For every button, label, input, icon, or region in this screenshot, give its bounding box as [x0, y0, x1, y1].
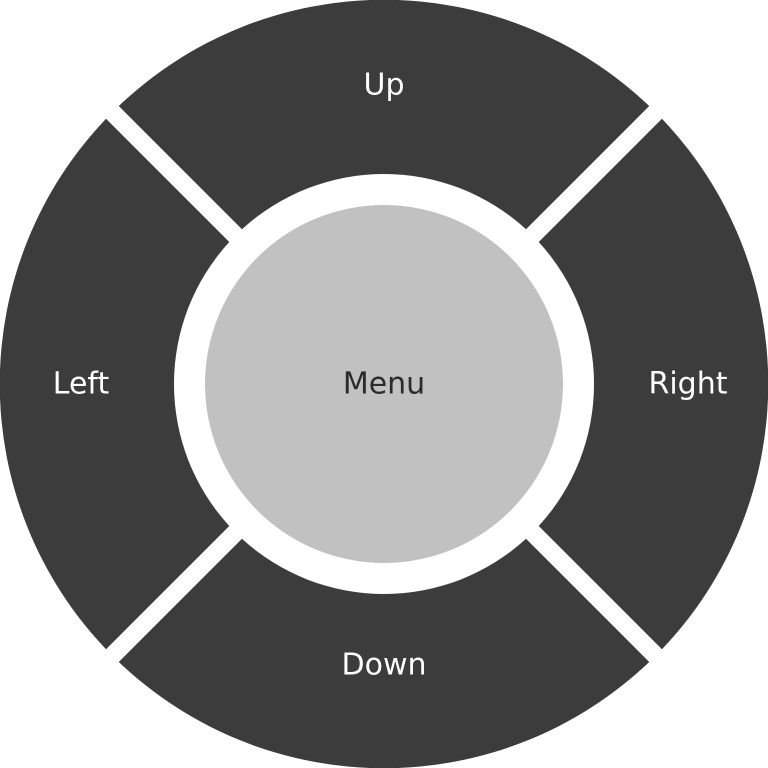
up-segment[interactable] — [118, 0, 650, 230]
left-label: Left — [53, 367, 110, 402]
down-segment[interactable] — [118, 538, 650, 768]
menu-circle[interactable] — [205, 205, 563, 563]
right-button[interactable]: Right — [538, 118, 768, 650]
up-button[interactable]: Up — [118, 0, 650, 230]
down-button[interactable]: Down — [118, 538, 650, 768]
down-label: Down — [341, 648, 426, 683]
menu-button[interactable]: Menu — [205, 205, 563, 563]
right-segment[interactable] — [538, 118, 768, 650]
menu-label: Menu — [343, 367, 425, 402]
right-label: Right — [649, 367, 728, 402]
up-label: Up — [363, 68, 404, 103]
left-button[interactable]: Left — [0, 118, 230, 650]
left-segment[interactable] — [0, 118, 230, 650]
